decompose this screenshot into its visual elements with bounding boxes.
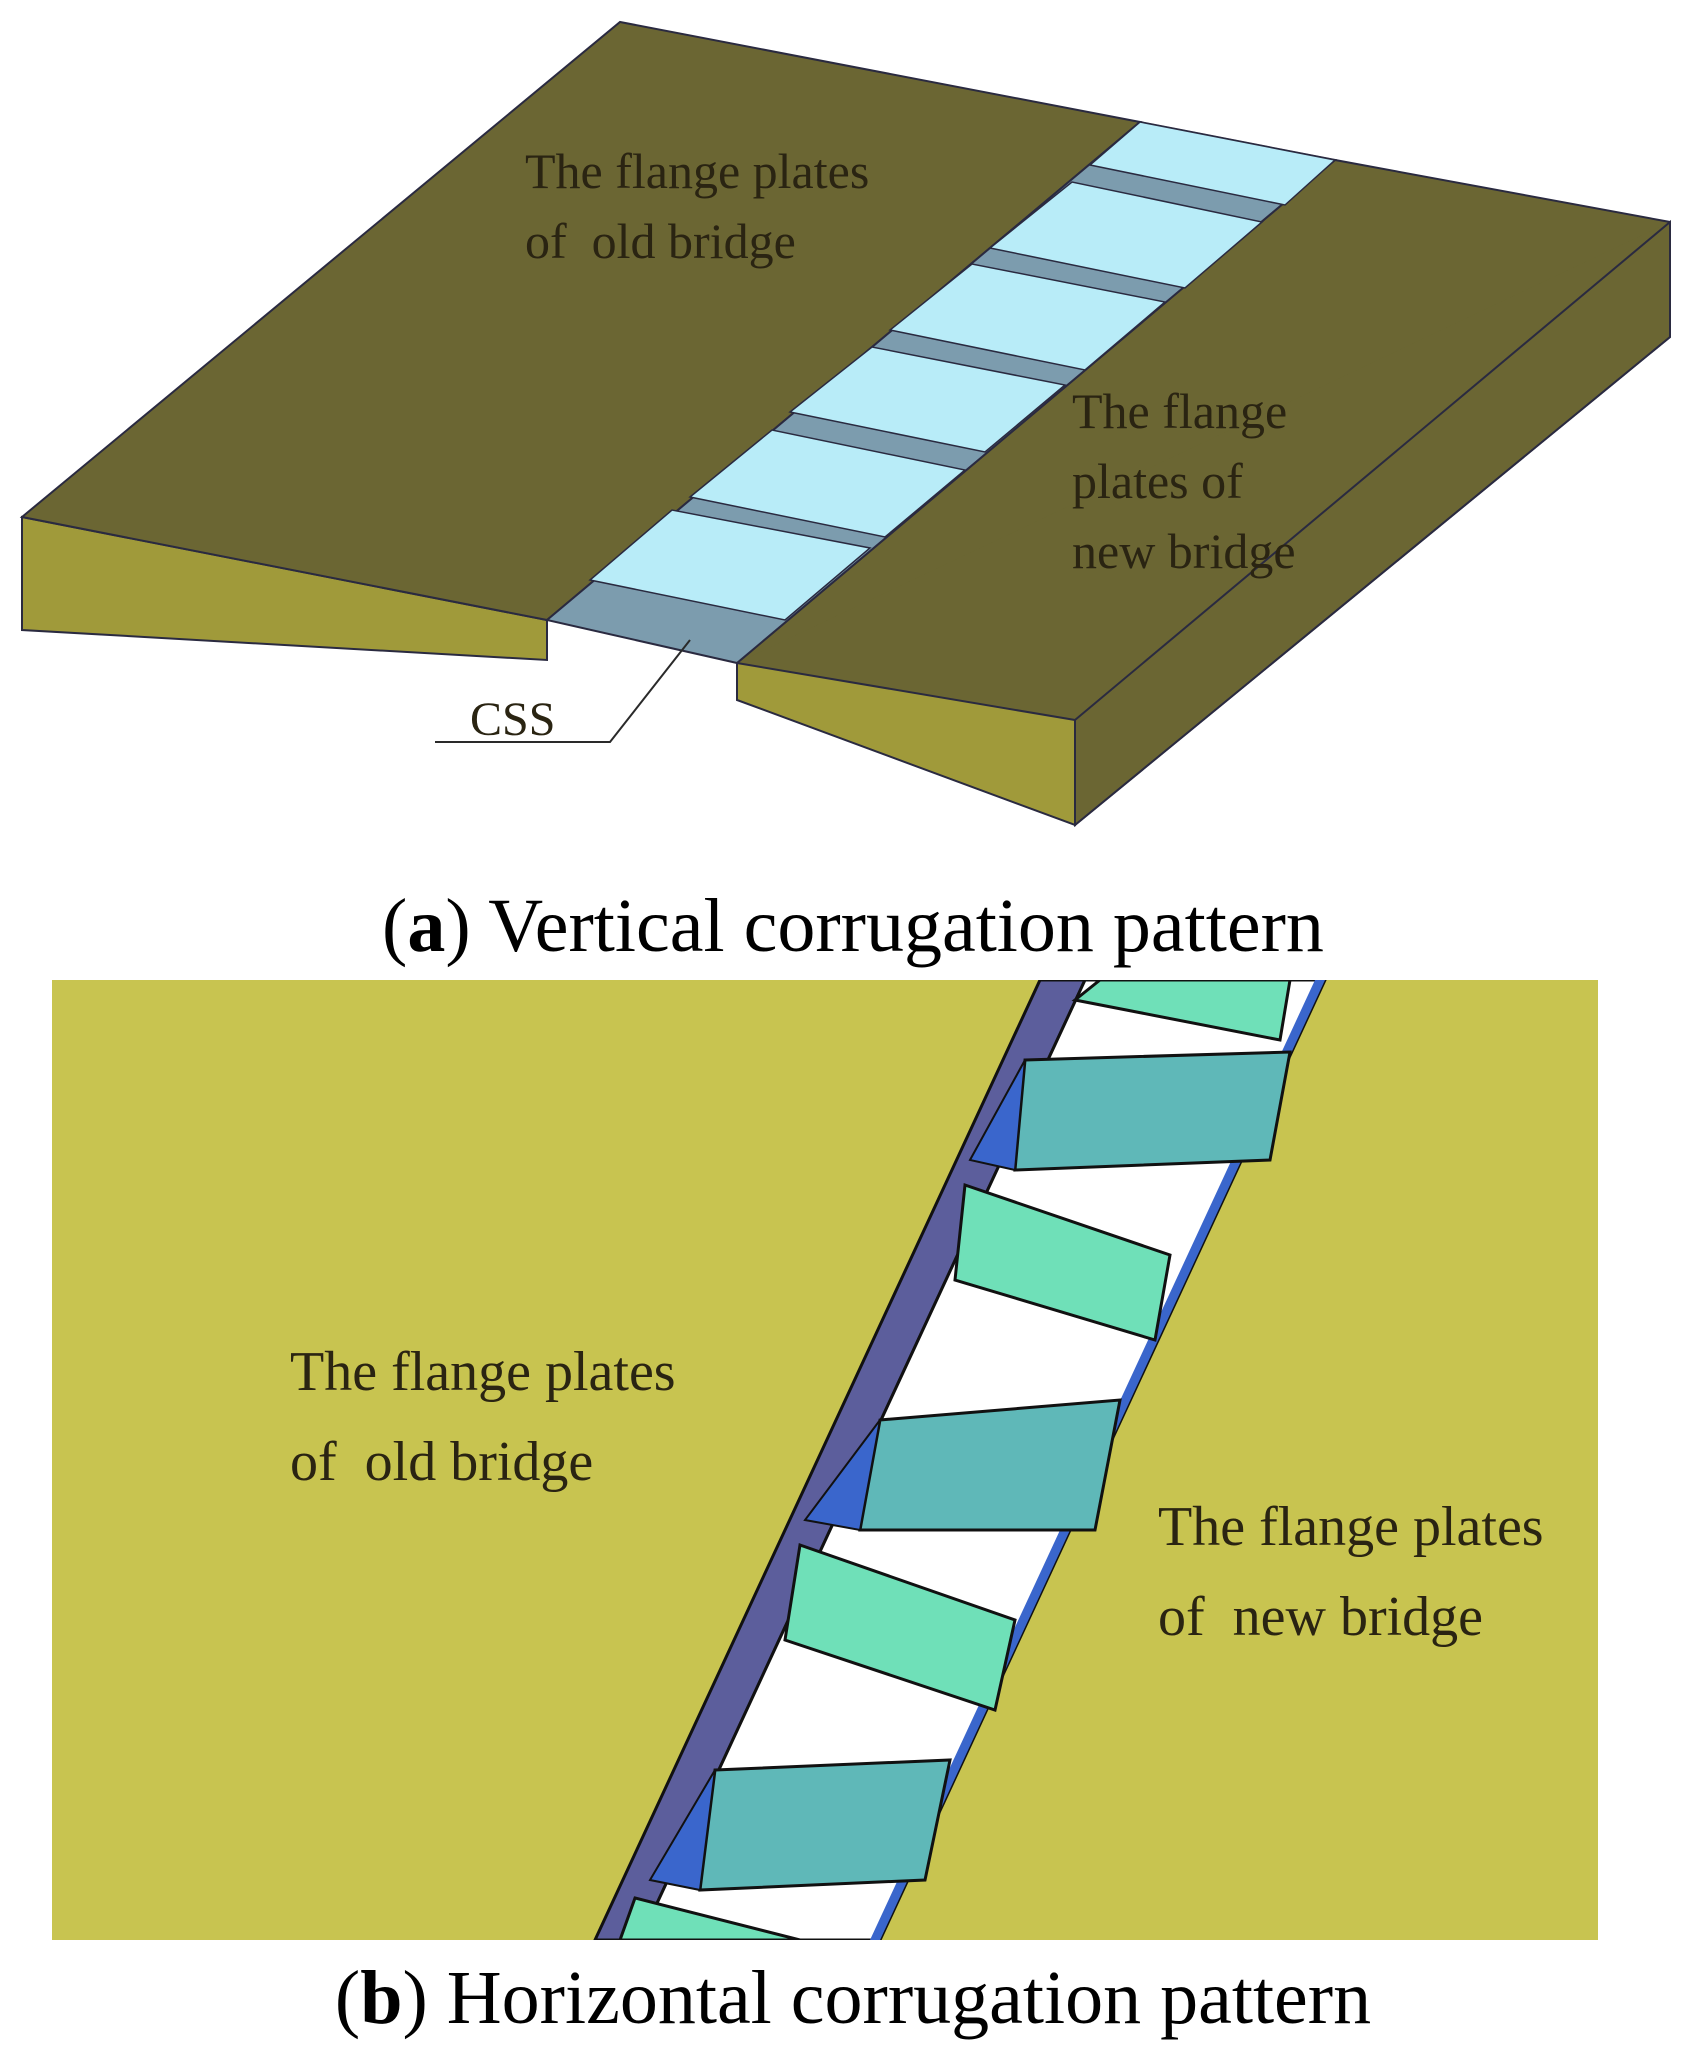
css-fold xyxy=(588,509,872,621)
old-bridge-label-line-2: of old bridge xyxy=(290,1431,593,1493)
css-fold xyxy=(888,263,1167,371)
new-bridge-label-line-1: The flange xyxy=(1072,383,1287,439)
caption-b-letter: b xyxy=(360,1956,403,2040)
css-fold xyxy=(788,346,1067,453)
panel-b-horizontal-corrugation: The flange plates of old bridge The flan… xyxy=(0,980,1706,1940)
new-bridge-right-face xyxy=(1074,219,1671,828)
css-fold xyxy=(618,1896,801,1940)
new-bridge-label-line-3: new bridge xyxy=(1072,523,1296,579)
new-bridge-side-face xyxy=(737,222,1670,825)
panel-b-diagram: The flange plates of old bridge The flan… xyxy=(52,980,1598,1940)
css-fold xyxy=(988,181,1264,289)
caption-a-letter: a xyxy=(407,884,446,968)
css-fold xyxy=(1013,1050,1292,1172)
css-corrugated-strip xyxy=(544,120,1338,665)
caption-b: (b) Horizontal corrugation pattern xyxy=(334,1956,1372,2040)
css-fold-shade xyxy=(968,1059,1026,1172)
css-fold xyxy=(783,1542,1017,1712)
css-fold xyxy=(698,1758,952,1892)
caption-a-text: Vertical corrugation pattern xyxy=(488,884,1324,968)
css-corrugated-strip xyxy=(593,980,1327,1940)
new-bridge-label-line-2: plates of xyxy=(1072,453,1243,509)
new-bridge-label-line-1: The flange plates xyxy=(1158,1496,1544,1558)
css-fold-shade xyxy=(648,1769,716,1892)
panel-a-diagram: The flange plates of old bridge The flan… xyxy=(19,20,1671,828)
css-fold xyxy=(1088,121,1337,206)
css-fold xyxy=(1071,980,1292,1042)
css-label: CSS xyxy=(470,693,555,746)
old-bridge-label-line-2: of old bridge xyxy=(525,213,796,269)
new-bridge-label-line-2: of new bridge xyxy=(1158,1586,1483,1648)
caption-b-text: Horizontal corrugation pattern xyxy=(446,1956,1372,2040)
old-bridge-label-line-1: The flange plates xyxy=(525,143,869,199)
css-fold-shade xyxy=(803,1419,881,1532)
panel-a-vertical-corrugation: The flange plates of old bridge The flan… xyxy=(0,0,1706,860)
css-fold xyxy=(953,1182,1172,1342)
old-bridge-label-line-1: The flange plates xyxy=(290,1341,676,1403)
css-fold xyxy=(858,1398,1122,1532)
caption-a: (a) Vertical corrugation pattern xyxy=(382,884,1324,968)
css-leader-line xyxy=(435,639,691,743)
css-fold xyxy=(688,429,967,538)
